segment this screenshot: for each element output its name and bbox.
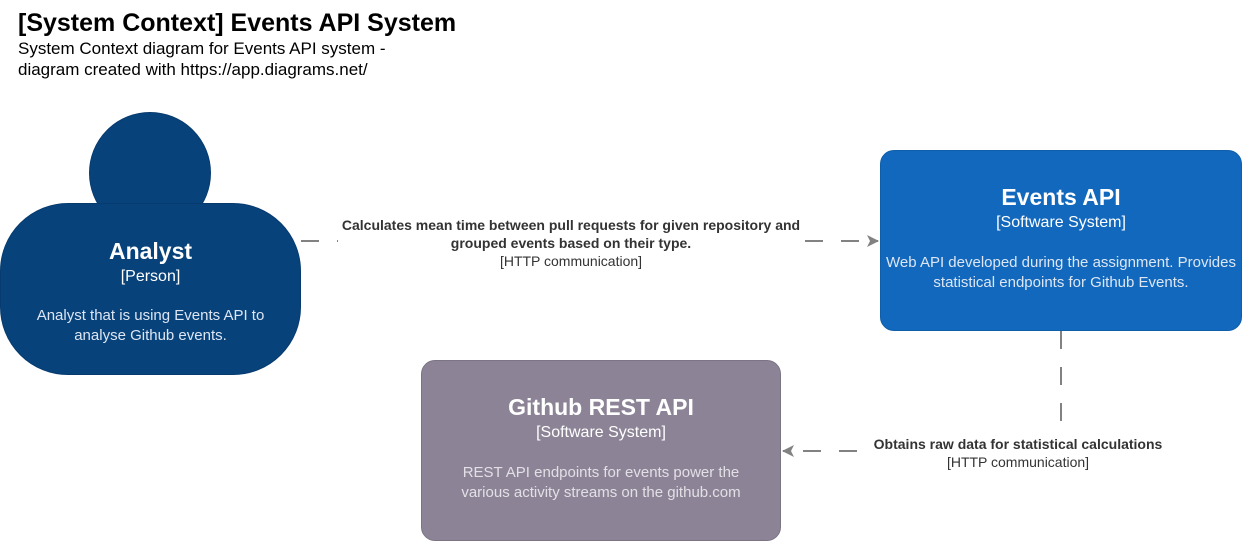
- analyst-name: Analyst: [108, 238, 193, 264]
- analyst-description: Analyst that is using Events API to anal…: [36, 307, 265, 344]
- analyst-person-node[interactable]: Analyst [Person] Analyst that is using E…: [0, 203, 301, 375]
- diagram-subtitle: System Context diagram for Events API sy…: [18, 39, 386, 79]
- diagram-title: [System Context] Events API System: [18, 9, 457, 37]
- relationship-label-events-api-to-github: Obtains raw data for statistical calcula…: [860, 435, 1176, 471]
- events-api-node[interactable]: Events API [Software System] Web API dev…: [880, 150, 1242, 331]
- relationship-description: Calculates mean time between pull reques…: [341, 217, 801, 251]
- events-api-type: [Software System]: [996, 214, 1126, 231]
- relationship-label-analyst-to-events-api: Calculates mean time between pull reques…: [338, 216, 804, 270]
- github-api-type: [Software System]: [536, 424, 666, 441]
- relationship-technology: [HTTP communication]: [499, 253, 643, 269]
- diagram-header: [System Context] Events API System Syste…: [18, 8, 456, 80]
- github-rest-api-node[interactable]: Github REST API [Software System] REST A…: [421, 360, 781, 541]
- events-api-description: Web API developed during the assignment.…: [886, 254, 1236, 291]
- events-api-name: Events API: [1001, 184, 1121, 210]
- github-api-description: REST API endpoints for events power the …: [461, 464, 741, 501]
- analyst-type: [Person]: [120, 268, 181, 285]
- relationship-line-events-api-to-github: [782, 331, 1062, 457]
- relationship-technology: [HTTP communication]: [946, 454, 1090, 470]
- relationship-description: Obtains raw data for statistical calcula…: [873, 436, 1163, 452]
- github-api-name: Github REST API: [508, 394, 694, 420]
